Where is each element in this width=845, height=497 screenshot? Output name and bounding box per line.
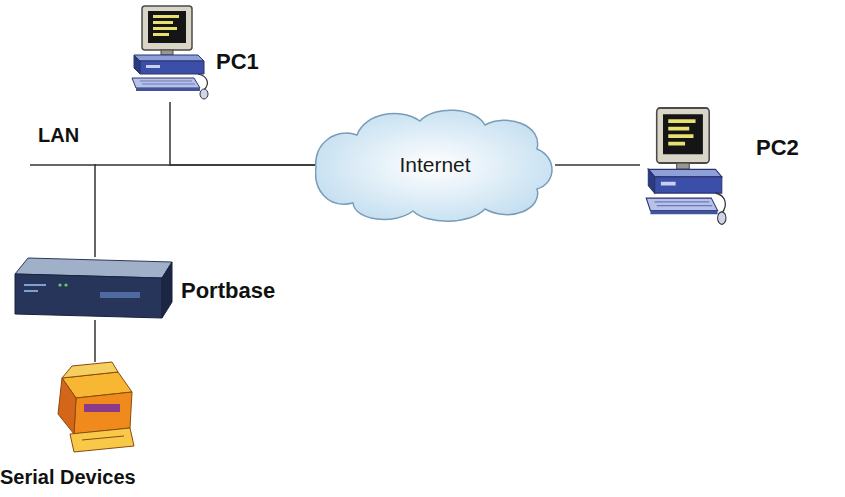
portbase-device: [15, 258, 172, 318]
serial-device-icon: [58, 362, 134, 452]
device-label: PC2: [756, 136, 799, 160]
pc-icon: [132, 6, 208, 99]
network-link: [94, 320, 96, 362]
pc-node: PC1: [128, 6, 212, 102]
lan-bus: [30, 164, 96, 166]
network-link: [170, 102, 315, 165]
internet-cloud: Internet: [315, 105, 555, 225]
network-label: LAN: [38, 124, 79, 146]
network-link: [95, 165, 315, 257]
network-link: [555, 164, 640, 166]
pc-icon: [646, 108, 726, 224]
device-label: PC1: [216, 50, 259, 74]
pc-node: PC2: [640, 106, 730, 230]
device-label: Portbase: [181, 279, 275, 303]
serial-device-node: Serial Devices: [55, 362, 135, 454]
portbase-node: Portbase: [15, 257, 175, 320]
node-title: Internet: [399, 153, 470, 177]
device-label: Serial Devices: [0, 466, 136, 488]
